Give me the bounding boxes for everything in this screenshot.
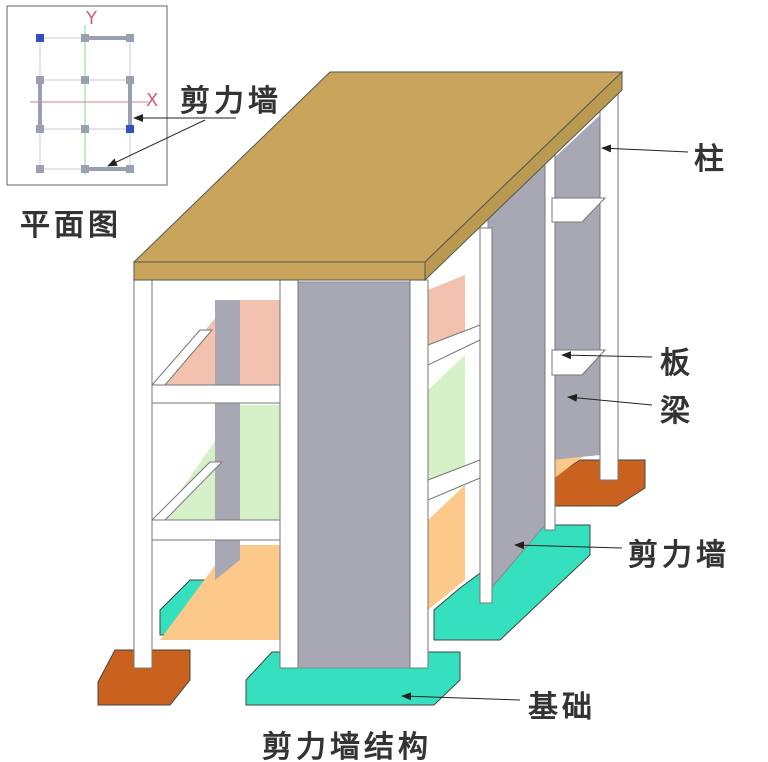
foundation-label: 基础 [528,690,596,725]
plan-axis-y: Y [86,8,97,29]
beam-label: 梁 [660,394,694,429]
frame-columns-beams [133,89,619,669]
shear-wall-label: 剪力墙 [628,538,730,573]
plan-shear-wall-label: 剪力墙 [180,84,282,119]
plan-title: 平面图 [20,208,122,243]
slab-label: 板 [660,346,694,381]
plan-axis-x: X [146,90,159,111]
leader-arrows [401,144,689,701]
column-label: 柱 [694,142,728,177]
roof-slab [132,70,624,282]
diagram-caption: 剪力墙结构 [262,730,432,762]
plan-view [6,5,236,186]
